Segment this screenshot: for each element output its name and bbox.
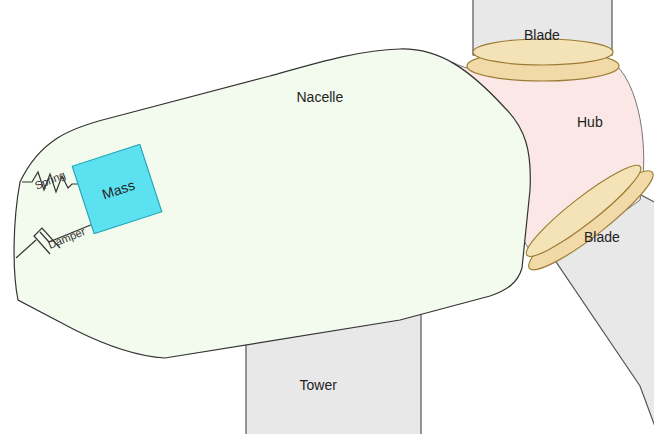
node-text: Mass — [100, 176, 137, 202]
node-text: Tower — [300, 377, 337, 394]
node-text: Hub — [577, 114, 603, 131]
blade-box: Blade — [473, 0, 612, 50]
tower-box: Tower — [276, 368, 360, 402]
node-text: Nacelle — [297, 89, 344, 106]
blade-collar — [514, 153, 654, 281]
hub-box: Hub — [560, 105, 620, 139]
node-text: Blade — [584, 229, 620, 246]
nacelle-body: NacelleMass — [12, 45, 537, 363]
node-text: Blade — [524, 27, 560, 44]
blade-box: Blade — [570, 222, 634, 252]
blade-collar — [473, 39, 613, 65]
